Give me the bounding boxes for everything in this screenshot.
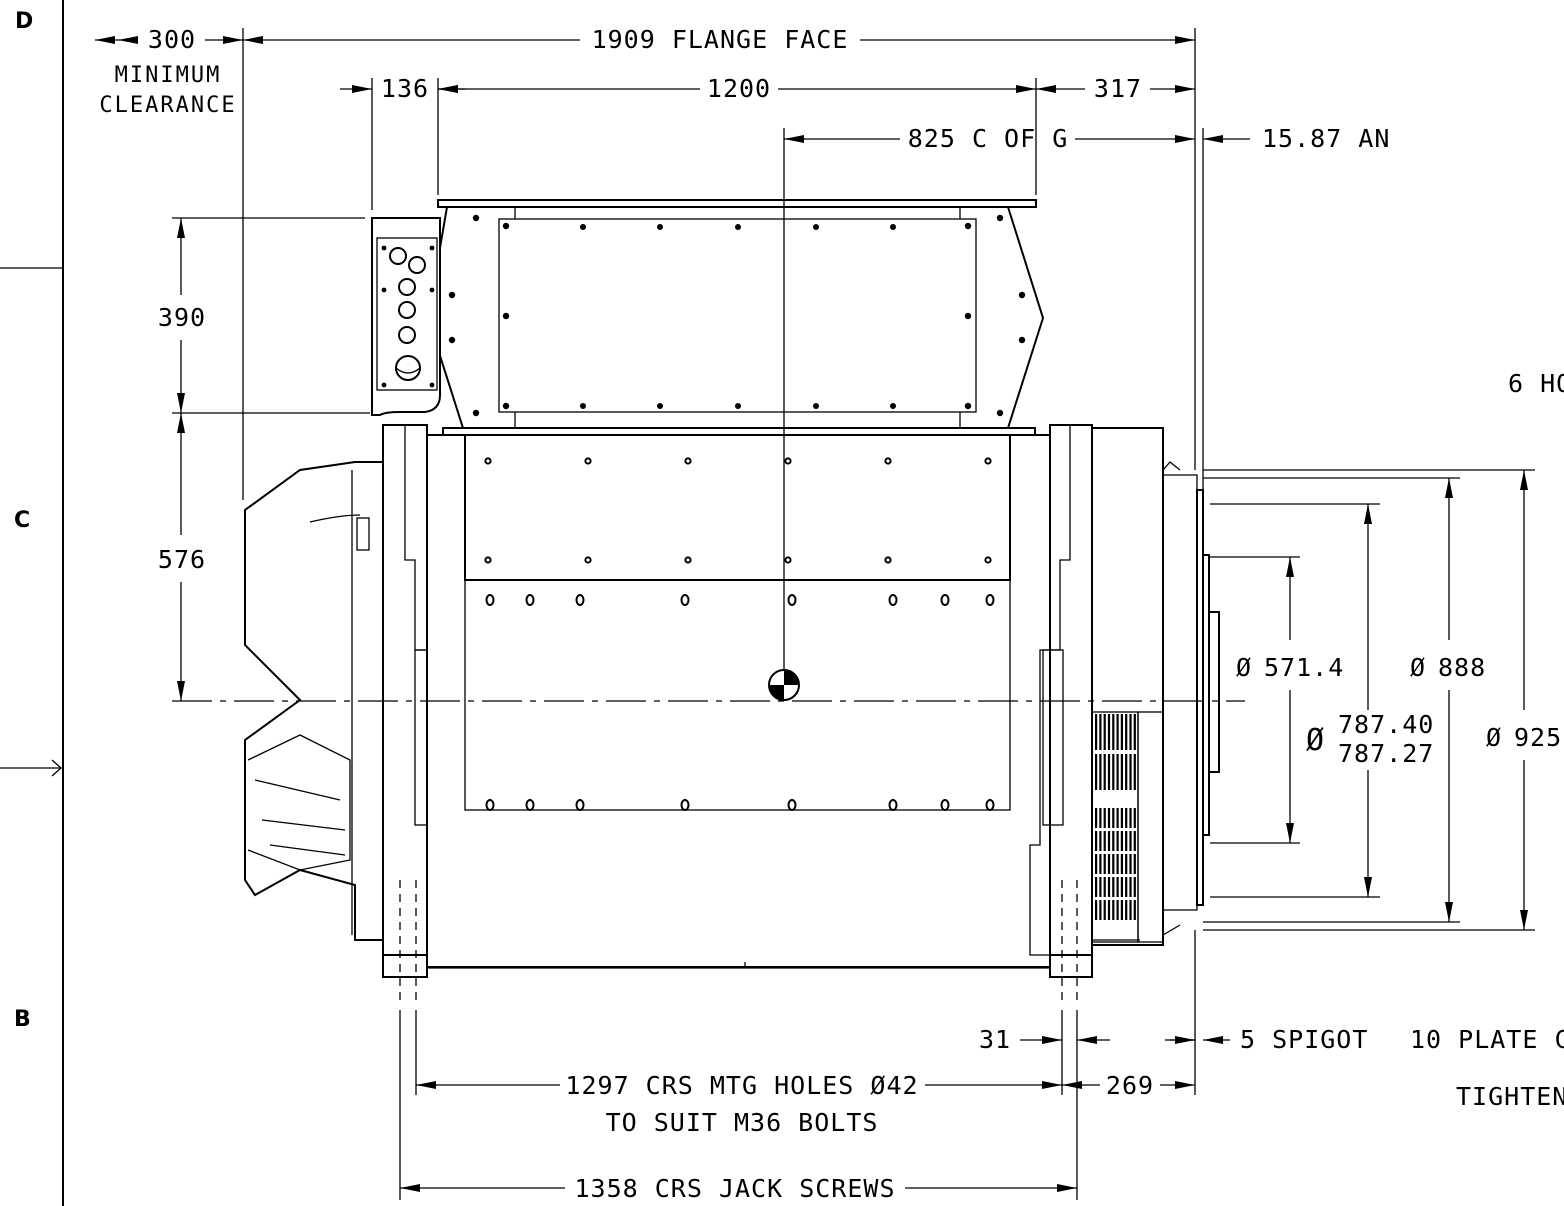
dim-dia-787-symbol: Ø: [1306, 723, 1325, 758]
dim-dia-925: 925: [1514, 723, 1562, 752]
min-clearance-label-2: CLEARANCE: [99, 93, 236, 118]
cable-gland-holes: [389, 247, 426, 381]
zone-label-c: C: [14, 508, 30, 533]
dim-5-spigot: 5 SPIGOT: [1240, 1025, 1368, 1054]
dim-136: 136: [381, 74, 429, 103]
dim-dia-787-40: 787.40: [1338, 710, 1434, 739]
dim-mtg-holes: 1297 CRS MTG HOLES Ø42: [565, 1071, 918, 1100]
dim-390: 390: [158, 303, 206, 332]
dim-dia-571-symbol: Ø: [1236, 653, 1252, 682]
holes-note: 6 HO: [1508, 369, 1564, 398]
drawing-border: [0, 0, 64, 1206]
dim-15-87: 15.87 AN: [1262, 124, 1390, 153]
dim-269: 269: [1106, 1071, 1154, 1100]
dim-576: 576: [158, 545, 206, 574]
center-of-gravity-symbol: [768, 669, 800, 701]
dim-300-value: 300: [148, 25, 196, 54]
hidden-lines: [399, 880, 1078, 1000]
plate-note: 10 PLATE C: [1410, 1025, 1564, 1054]
dim-31: 31: [979, 1025, 1011, 1054]
dim-dia-888-symbol: Ø: [1410, 653, 1426, 682]
dim-dia-571-4: 571.4: [1264, 653, 1344, 682]
zone-label-d: D: [15, 9, 33, 34]
frame-bolt-holes: [381, 214, 1026, 811]
dim-flange-face: 1909 FLANGE FACE: [592, 25, 849, 54]
cooling-louvers: [1095, 714, 1136, 920]
dim-dia-787-27: 787.27: [1338, 739, 1434, 768]
dim-center-of-gravity: 825 C OF G: [908, 124, 1069, 153]
dim-dia-888: 888: [1438, 653, 1486, 682]
dim-1200: 1200: [707, 74, 771, 103]
min-clearance-label-1: MINIMUM: [115, 63, 222, 88]
dim-mtg-holes-bolts: TO SUIT M36 BOLTS: [606, 1108, 879, 1137]
dim-317: 317: [1094, 74, 1142, 103]
extension-lines: [172, 28, 1535, 1200]
generator-body: [244, 199, 1220, 978]
tighten-note: TIGHTEN: [1456, 1082, 1564, 1111]
dim-dia-925-symbol: Ø: [1486, 723, 1502, 752]
dim-jack-screws: 1358 CRS JACK SCREWS: [574, 1174, 895, 1203]
zone-label-b: B: [14, 1007, 31, 1032]
